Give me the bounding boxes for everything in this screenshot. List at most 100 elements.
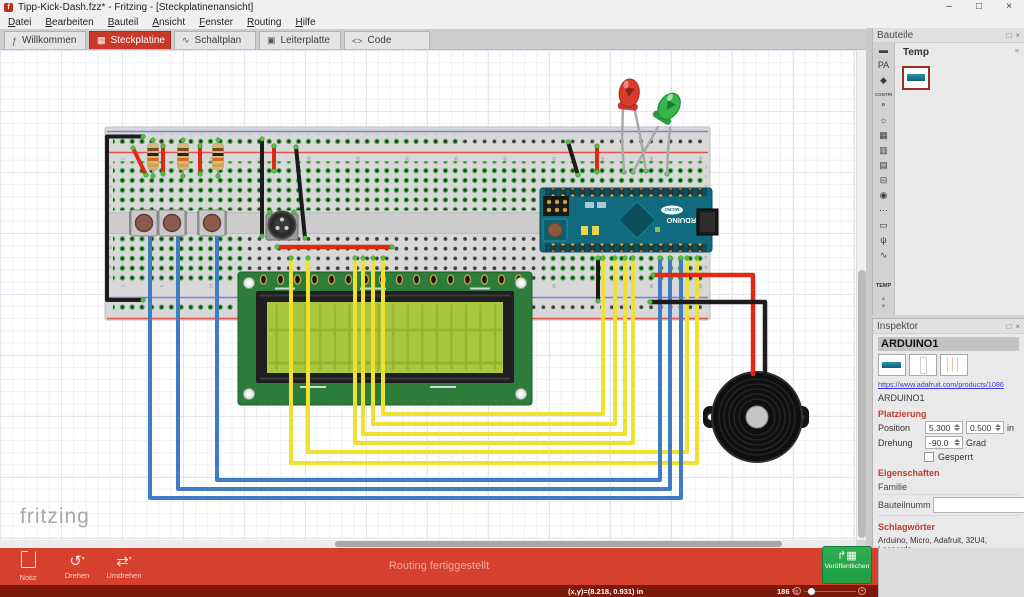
close-panel-icon[interactable]: × [1015, 30, 1020, 40]
red-jumper-wires[interactable] [131, 144, 599, 250]
view-tab-bar: ƒ Willkommen ▦ Steckplatine ∿ Schaltplan… [0, 29, 1024, 50]
rotate-dropdown-icon[interactable]: ▾ [81, 556, 85, 562]
zoom-in-button[interactable]: + [858, 587, 866, 595]
wire-blue-3[interactable] [215, 224, 662, 482]
close-panel-icon[interactable]: × [1015, 321, 1020, 331]
wire-yellow-1[interactable] [289, 256, 699, 465]
wire-blue-2[interactable] [176, 224, 672, 491]
routing-status-message: Routing fertiggestellt [388, 560, 490, 572]
power-icon[interactable]: ▭ [879, 220, 888, 230]
parallax-icon[interactable]: PA [877, 60, 890, 70]
wire-yellow-2[interactable] [306, 256, 689, 454]
panel-divider[interactable] [866, 28, 872, 597]
breadboard-column-label: 55 [649, 283, 654, 289]
parts-section-title: Temp [903, 47, 929, 58]
zoom-slider-track[interactable] [804, 591, 856, 592]
fritzing-logo-icon: f [4, 3, 13, 12]
wire-blue-1[interactable] [148, 224, 683, 500]
menu-routing[interactable]: Routing [247, 16, 282, 28]
output-icon[interactable]: ◉ [879, 190, 888, 200]
tab-willkommen[interactable]: ƒ Willkommen [4, 31, 86, 49]
wire-yellow-5[interactable] [371, 256, 617, 426]
sparkfun-icon[interactable]: ◆ [880, 75, 887, 85]
connection-icon[interactable]: ▥ [879, 145, 888, 155]
rotation-input[interactable]: -90.0 [925, 436, 963, 449]
wire-black-buzzer[interactable] [647, 299, 768, 377]
wire-red-buzzer[interactable] [650, 272, 756, 377]
canvas-vertical-scrollbar[interactable] [856, 50, 866, 540]
zoom-out-button[interactable]: − [793, 587, 801, 595]
note-button[interactable]: Notiz [6, 551, 50, 582]
restore-button[interactable]: □ [975, 1, 983, 12]
breadboard-view-thumb[interactable] [878, 354, 906, 376]
breadboard-row-label: G [108, 194, 112, 199]
rotation-unit: Grad [966, 437, 987, 448]
more-icon[interactable]: ⋯ [879, 205, 888, 215]
tab-code[interactable]: <> Code [344, 31, 430, 49]
wire-yellow-4[interactable] [361, 256, 627, 436]
share-icon: ↱▦ [837, 550, 857, 562]
wire-black-bracket[interactable] [105, 134, 145, 302]
tab-schaltplan[interactable]: ∿ Schaltplan [174, 31, 256, 49]
wire-black-diagonal[interactable] [294, 145, 307, 240]
icsp-header[interactable] [543, 196, 569, 216]
partnumber-input[interactable] [932, 497, 1024, 513]
rotate-icon: ↺ [69, 553, 82, 570]
tab-steckplatine[interactable]: ▦ Steckplatine [89, 31, 171, 49]
schematic-view-thumb[interactable] [909, 354, 937, 376]
publish-button[interactable]: ↱▦ Veröffentlichen [822, 546, 872, 584]
arduino-thumbnail-icon [907, 74, 925, 81]
ics-icon[interactable]: ▦ [879, 130, 888, 140]
wave-icon[interactable]: ∿ [879, 250, 888, 260]
core-parts-icon[interactable]: ☼ [879, 115, 888, 125]
zoom-slider-thumb[interactable] [808, 588, 815, 595]
red-led[interactable] [617, 78, 640, 111]
horizontal-scroll-thumb[interactable] [335, 541, 782, 547]
menu-fenster[interactable]: Fenster [199, 16, 234, 28]
pcb-view-thumb[interactable] [940, 354, 968, 376]
contrib-icon[interactable]: CONTRIB [874, 92, 893, 107]
push-buttons[interactable] [129, 209, 227, 237]
rotate-button[interactable]: ↺▾ Drehen [55, 551, 99, 582]
breadboard-canvas[interactable]: 1155101015152020252530303535404045455050… [0, 50, 856, 540]
temp-category-label[interactable]: TEMP [875, 283, 892, 289]
green-led[interactable] [652, 89, 685, 126]
scroll-up-icon[interactable]: ▲ [880, 296, 887, 302]
flip-dropdown-icon[interactable]: ▾ [128, 556, 132, 562]
dock-icon[interactable]: □ [1006, 30, 1012, 40]
scroll-down-icon[interactable]: ▼ [880, 304, 887, 310]
arduino-micro-board[interactable]: MICRO ARDUINO [539, 187, 719, 253]
tab-leiterplatte[interactable]: ▣ Leiterplatte [259, 31, 341, 49]
resistors[interactable] [147, 140, 224, 176]
locked-label: Gesperrt [938, 452, 974, 462]
dock-icon[interactable]: □ [1006, 321, 1012, 331]
position-x-input[interactable]: 5.300 [925, 421, 963, 434]
piezo-buzzer[interactable] [703, 371, 809, 463]
locked-checkbox[interactable] [924, 452, 934, 462]
potentiometer[interactable] [265, 210, 299, 241]
mine-parts-icon[interactable]: ▬ [879, 45, 888, 55]
breadboard-icon: ▦ [97, 35, 106, 45]
menu-datei[interactable]: Datei [8, 16, 32, 28]
menu-ansicht[interactable]: Ansicht [152, 16, 186, 28]
part-url-link[interactable]: https://www.adafruit.com/products/1086 [878, 380, 1004, 389]
minimize-button[interactable]: – [946, 1, 952, 12]
menu-bearbeiten[interactable]: Bearbeiten [45, 16, 94, 28]
part-thumbnail-arduino[interactable] [902, 66, 930, 90]
resistor-icon[interactable]: ⊟ [879, 175, 888, 185]
wire-yellow-6[interactable] [381, 256, 605, 416]
publish-label: Veröffentlichen [824, 563, 870, 570]
close-button[interactable]: × [1006, 1, 1012, 12]
section-menu-icon[interactable]: ≡ [1014, 48, 1019, 55]
canvas-horizontal-scrollbar[interactable] [0, 540, 856, 548]
menu-bauteil[interactable]: Bauteil [107, 16, 139, 28]
wire-yellow-3[interactable] [353, 256, 635, 445]
microcontroller-icon[interactable]: ▤ [879, 160, 888, 170]
vertical-scroll-thumb[interactable] [858, 270, 866, 538]
rf-icon[interactable]: ψ [880, 235, 887, 245]
menu-hilfe[interactable]: Hilfe [295, 16, 316, 28]
breadboard-column-label: 10 [209, 283, 214, 289]
flip-button[interactable]: ⇄▾ Umdrehen [102, 551, 146, 582]
position-y-input[interactable]: 0.500 [966, 421, 1004, 434]
wire-black-led[interactable] [566, 140, 580, 177]
